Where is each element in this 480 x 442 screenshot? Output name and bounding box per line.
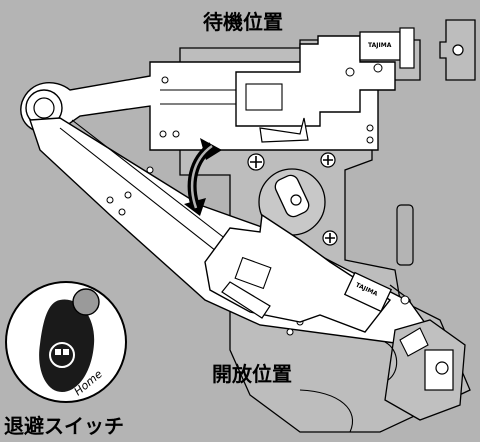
switch-knob bbox=[72, 288, 100, 316]
base-curve bbox=[299, 389, 354, 433]
rivet bbox=[146, 166, 154, 174]
home-symbol bbox=[49, 342, 75, 368]
screw-icon bbox=[247, 153, 265, 171]
rivet bbox=[366, 124, 374, 132]
bracket-hole bbox=[452, 44, 464, 56]
label-open-position: 開放位置 bbox=[212, 362, 292, 386]
rivet bbox=[345, 67, 355, 77]
rivet bbox=[159, 130, 167, 138]
rivet bbox=[373, 63, 383, 73]
label-retract-switch: 退避スイッチ bbox=[4, 414, 124, 438]
retract-switch-icon: Home bbox=[5, 281, 127, 403]
home-symbol-mark bbox=[55, 349, 61, 355]
head-window bbox=[245, 83, 283, 111]
home-symbol-mark bbox=[63, 349, 69, 355]
switch-body bbox=[39, 299, 95, 392]
rivet bbox=[366, 136, 374, 144]
screw-icon bbox=[320, 152, 336, 168]
rivet bbox=[286, 328, 294, 336]
arm-pivot-inner bbox=[33, 97, 55, 119]
label-standby-position: 待機位置 bbox=[203, 10, 283, 34]
connector bbox=[399, 27, 415, 69]
plate-slot bbox=[396, 204, 414, 266]
head-window bbox=[234, 256, 272, 290]
gear-tooth bbox=[399, 327, 429, 357]
double-arrow-icon bbox=[184, 138, 222, 216]
rivet bbox=[172, 130, 180, 138]
rivet bbox=[124, 191, 132, 199]
screw-icon bbox=[322, 230, 338, 246]
rivet bbox=[400, 295, 410, 305]
tag-plate bbox=[343, 271, 393, 313]
needle-guard bbox=[259, 117, 309, 143]
arc-guide bbox=[384, 341, 398, 381]
cam-lever bbox=[274, 174, 310, 218]
arm-rail bbox=[59, 119, 241, 263]
tag-text: TAJIMA bbox=[368, 42, 392, 49]
rivet bbox=[161, 76, 169, 84]
cam-pivot bbox=[290, 194, 302, 206]
rivet bbox=[118, 208, 126, 216]
head-block-standby bbox=[235, 35, 396, 127]
needle-guard bbox=[221, 281, 271, 319]
motor-shaft bbox=[435, 361, 449, 375]
rivet bbox=[106, 196, 114, 204]
